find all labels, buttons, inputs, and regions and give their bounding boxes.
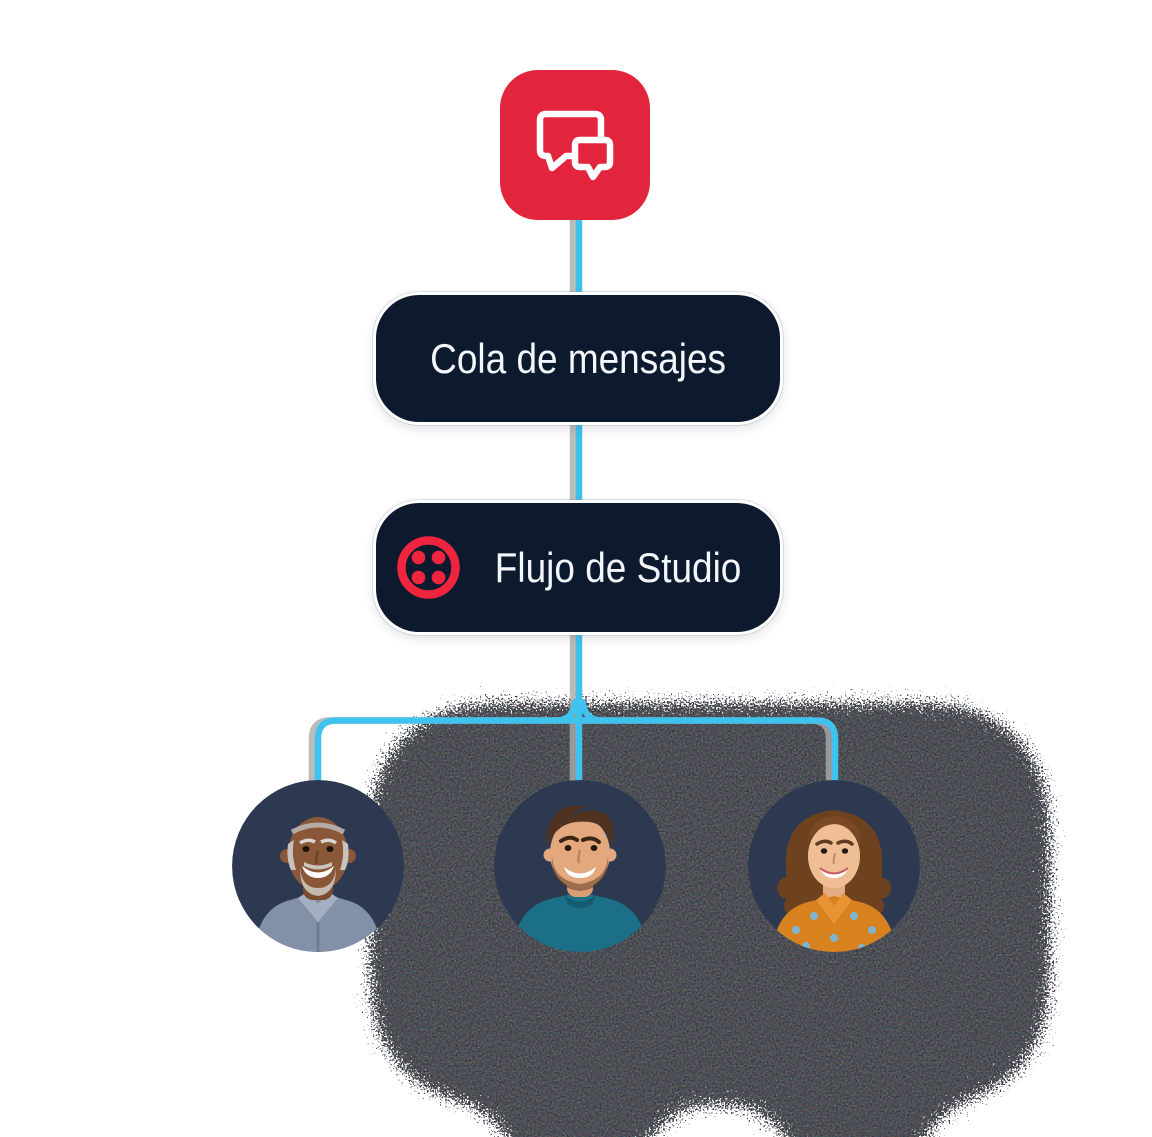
older-man-portrait (232, 780, 404, 952)
twilio-logo-icon (397, 536, 461, 599)
young-man-portrait (494, 780, 666, 952)
agent-avatar-older-man (232, 780, 404, 952)
node-studio-flow: Flujo de Studio (373, 500, 783, 635)
woman-portrait (748, 780, 920, 952)
connector-cyan (314, 211, 839, 786)
node-message-queue: Cola de mensajes (373, 292, 783, 425)
messaging-app-tile (500, 70, 650, 220)
node-studio-flow-label: Flujo de Studio (495, 543, 742, 591)
agent-avatar-woman (748, 780, 920, 952)
node-message-queue-label: Cola de mensajes (430, 334, 726, 382)
chat-bubbles-icon (536, 110, 614, 181)
agent-avatar-young-man (494, 780, 666, 952)
